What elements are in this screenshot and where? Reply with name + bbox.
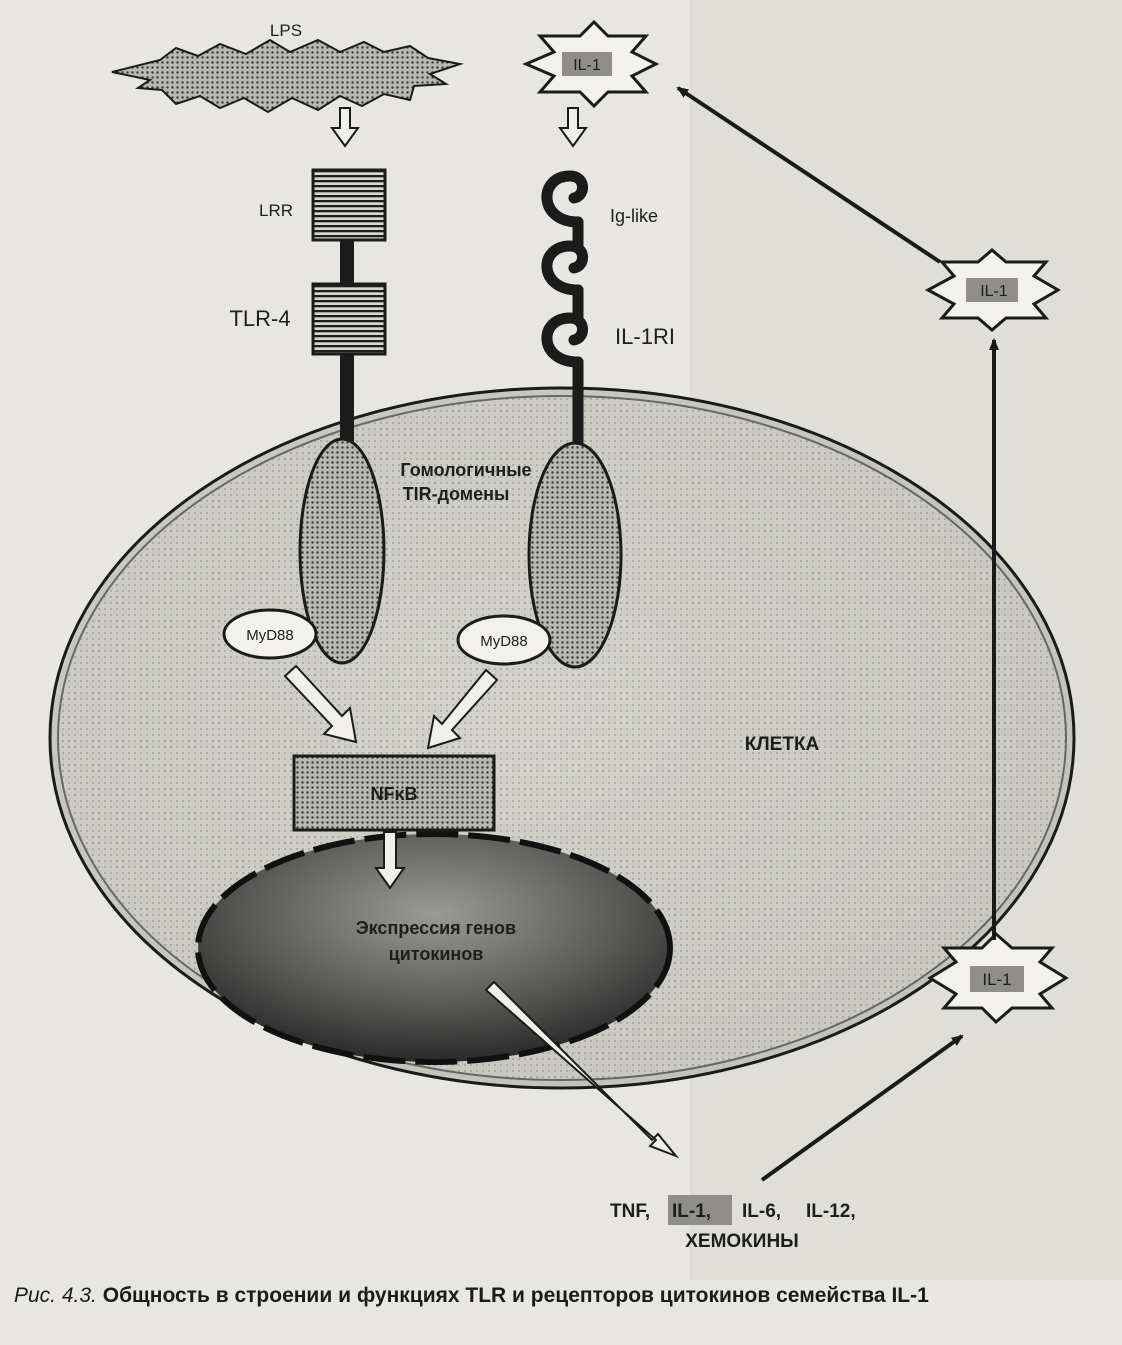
tir-label-line1: Гомологичные <box>400 460 531 480</box>
il1ri-label: IL-1RI <box>615 324 675 349</box>
lps-label: LPS <box>270 21 302 40</box>
tlr4-label: TLR-4 <box>229 306 290 331</box>
figure-caption: Рис. 4.3. Общность в строении и функциях… <box>14 1284 1114 1324</box>
cell-label: КЛЕТКА <box>745 734 820 755</box>
il1-top-label: IL-1 <box>573 57 601 74</box>
expression-label-line2: цитокинов <box>389 944 484 964</box>
figure-reference: Рис. 4.3. <box>14 1284 97 1307</box>
output-chemokines-label: ХЕМОКИНЫ <box>685 1231 799 1252</box>
myd88-right-label: MyD88 <box>480 633 528 650</box>
lrr-label: LRR <box>259 201 293 220</box>
ig-like-label: Ig-like <box>610 206 658 226</box>
output-tnf-label: TNF, <box>610 1201 650 1222</box>
expression-label-line1: Экспрессия генов <box>356 918 516 938</box>
output-il12-label: IL-12, <box>806 1201 856 1222</box>
output-il6-label: IL-6, <box>742 1201 781 1222</box>
figure-caption-text: Общность в строении и функциях TLR и рец… <box>103 1284 929 1307</box>
myd88-left-label: MyD88 <box>246 627 294 644</box>
output-il1-label: IL-1, <box>672 1201 711 1222</box>
il1-low-label: IL-1 <box>982 970 1011 989</box>
il1-mid-label: IL-1 <box>980 283 1008 300</box>
tir-label-line2: TIR-домены <box>403 484 510 504</box>
nfkb-label: NFκB <box>370 784 417 804</box>
